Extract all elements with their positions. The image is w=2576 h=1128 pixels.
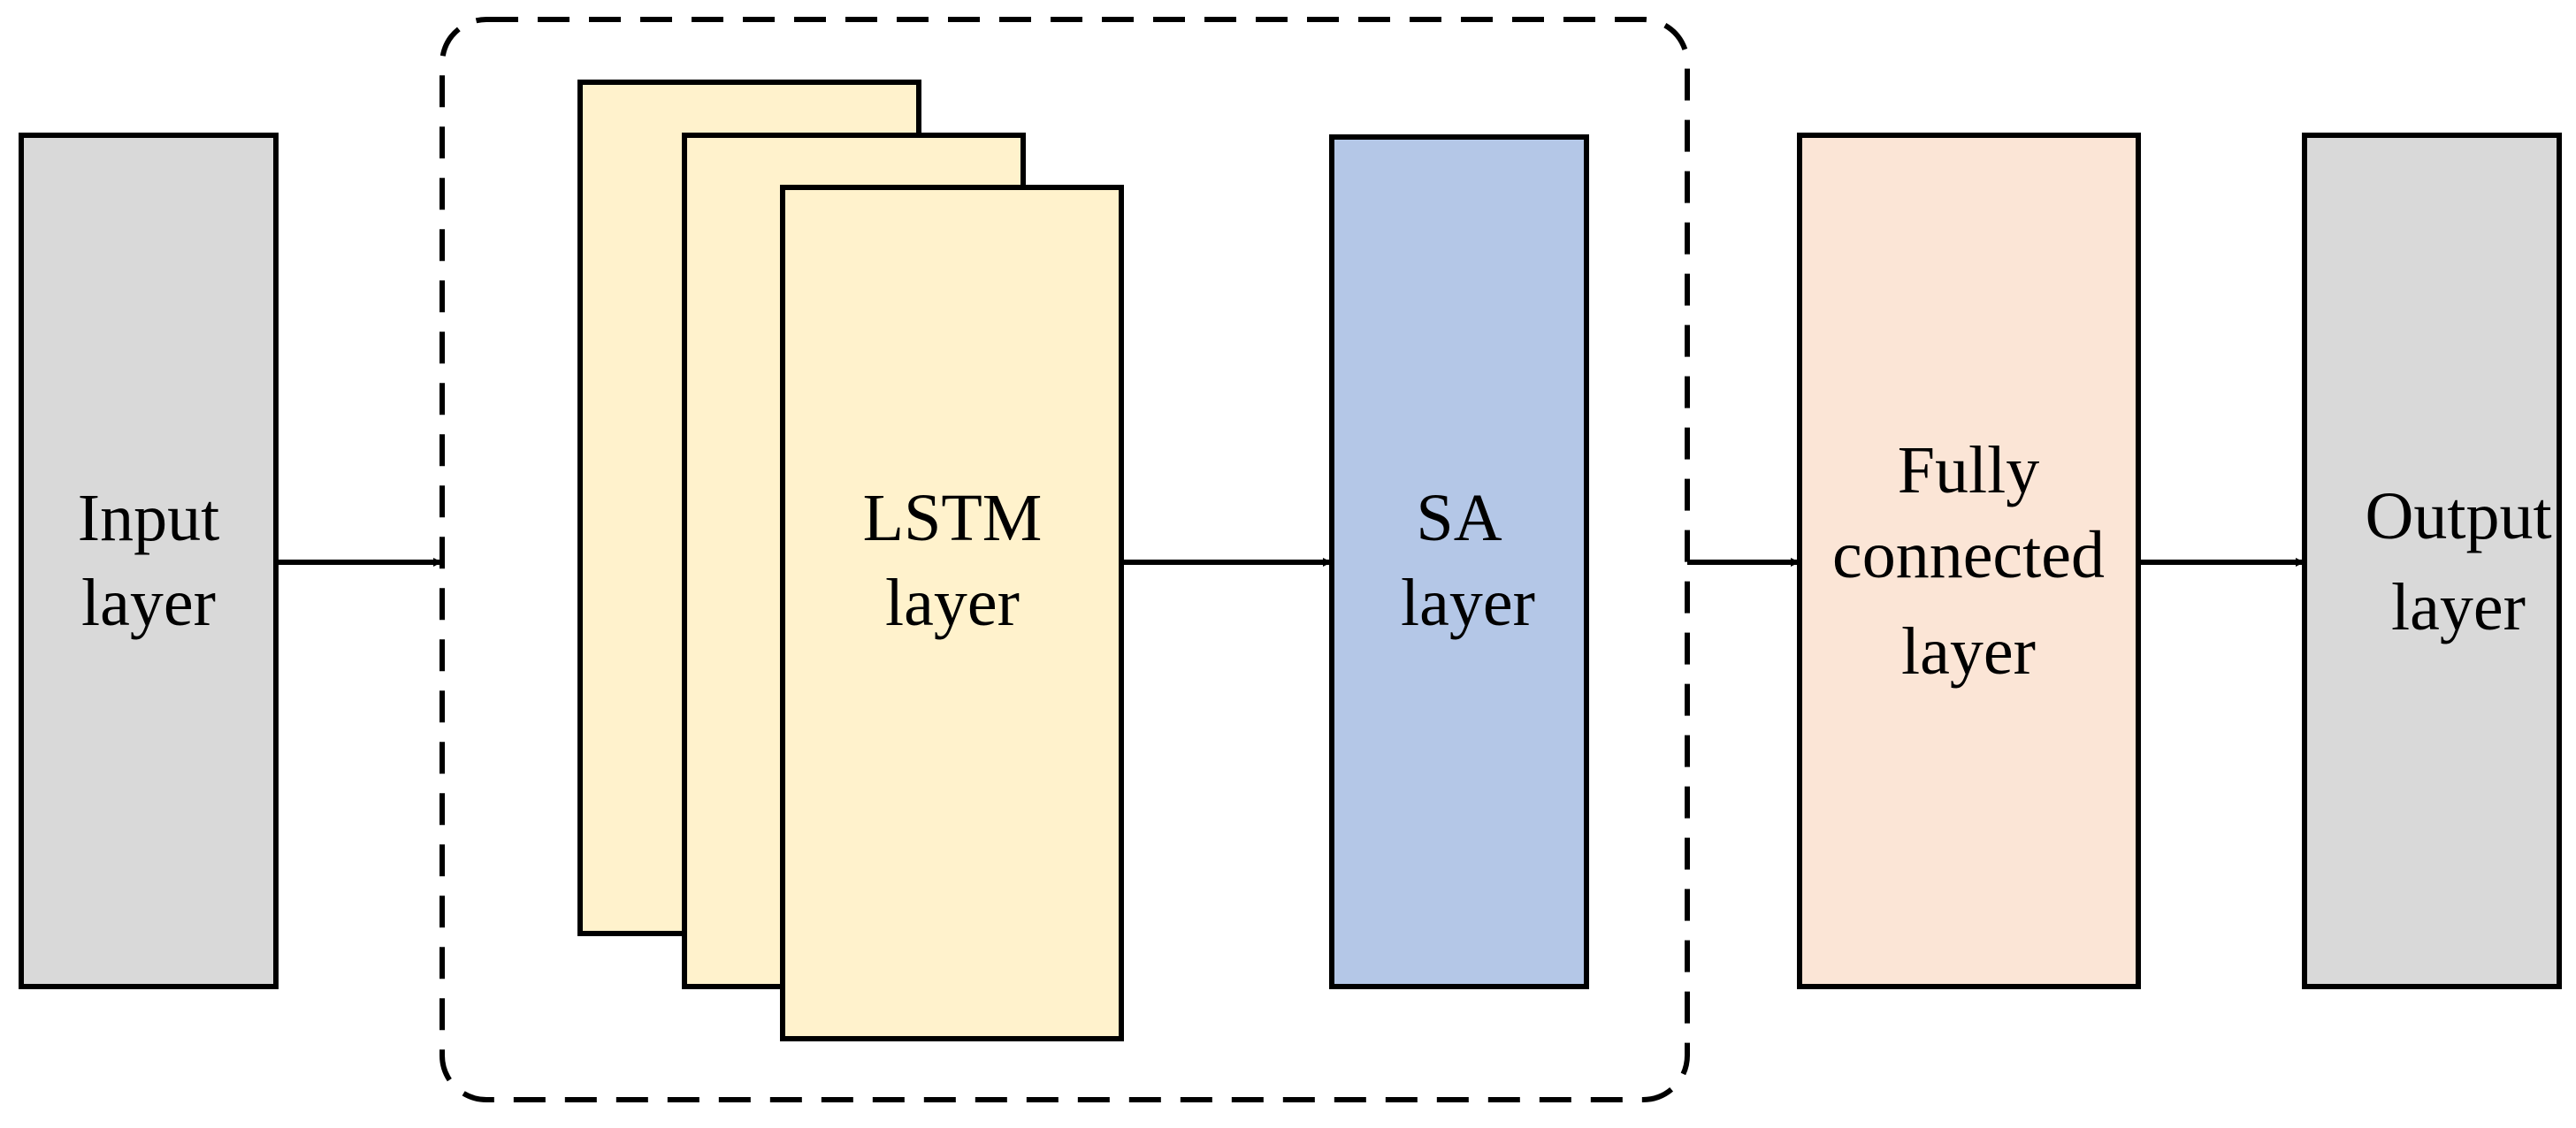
fully-connected-layer-node: Fully connected layer — [1797, 133, 2141, 989]
output-layer-node: Output layer — [2302, 133, 2562, 989]
input-layer-box — [19, 133, 279, 989]
lstm-layer-front-card — [780, 185, 1124, 1041]
sa-layer-node: SA layer — [1329, 134, 1589, 989]
sa-layer-box — [1329, 134, 1589, 989]
input-layer-node: Input layer — [19, 133, 279, 989]
fully-connected-layer-label-line3: layer — [1901, 614, 2036, 689]
sa-layer-label-line2: layer — [1401, 566, 1535, 640]
output-layer-label-line1: Output — [2365, 479, 2551, 553]
input-layer-label-line1: Input — [78, 481, 219, 555]
output-layer-label-line2: layer — [2391, 570, 2526, 644]
sa-layer-label-line1: SA — [1416, 481, 1502, 555]
lstm-layer-node: LSTM layer — [577, 80, 1124, 1041]
output-layer-box — [2302, 133, 2562, 989]
lstm-layer-label-line2: layer — [885, 566, 1020, 640]
fully-connected-layer-label-line1: Fully — [1898, 433, 2040, 507]
lstm-layer-label-line1: LSTM — [863, 481, 1043, 555]
input-layer-label-line2: layer — [81, 566, 216, 640]
fully-connected-layer-label-line2: connected — [1832, 518, 2105, 592]
